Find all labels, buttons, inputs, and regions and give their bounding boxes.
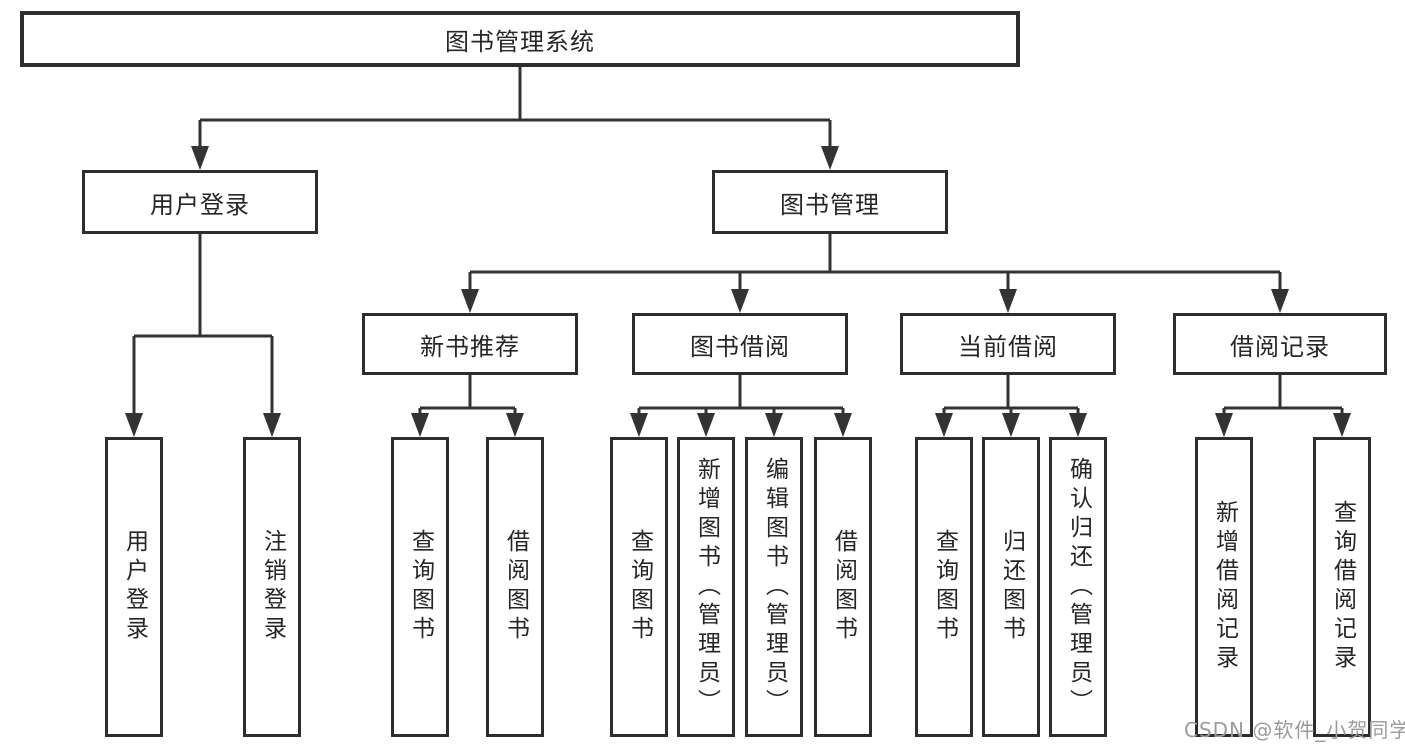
connector-new-book-recommend-to-leaves [411,375,524,437]
node-label: 借阅记录 [1230,332,1330,361]
node-book-management: 图书管理 [712,170,948,234]
node-library-management-system: 图书管理系统 [20,11,1020,67]
leaf-label: 查询图书 [931,529,958,645]
connector-root-to-level2 [191,67,839,170]
node-label: 图书借阅 [690,332,790,361]
leaf-query-books-borrowing: 查询图书 [610,437,668,737]
leaf-add-borrow-record: 新增借阅记录 [1195,437,1253,737]
leaf-query-books-current: 查询图书 [915,437,973,737]
node-label: 当前借阅 [958,332,1058,361]
leaf-edit-book-admin: 编辑图书（管理员） [745,437,803,737]
connector-user-login-to-leaves [125,234,281,437]
node-new-book-recommend: 新书推荐 [362,313,578,375]
leaf-logout: 注销登录 [243,437,301,737]
leaf-query-books-recommend: 查询图书 [391,437,449,737]
leaf-label: 注销登录 [259,529,286,645]
csdn-watermark: CSDN @软件_小贺同学 [1184,718,1405,742]
leaf-label: 查询借阅记录 [1329,500,1356,674]
leaf-label: 编辑图书（管理员） [761,456,788,718]
leaf-label: 借阅图书 [502,529,529,645]
leaf-query-borrow-record: 查询借阅记录 [1313,437,1371,737]
leaf-return-books: 归还图书 [982,437,1040,737]
leaf-label: 新增借阅记录 [1211,500,1238,674]
node-label: 用户登录 [150,190,250,219]
leaf-label: 用户登录 [121,529,148,645]
leaf-label: 查询图书 [626,529,653,645]
leaf-user-login: 用户登录 [105,437,163,737]
connector-borrowing-records-to-leaves [1215,375,1351,437]
connector-book-borrowing-to-leaves [630,375,852,437]
node-book-borrowing: 图书借阅 [632,313,848,375]
leaf-add-book-admin: 新增图书（管理员） [677,437,735,737]
leaf-borrow-books-recommend: 借阅图书 [486,437,544,737]
leaf-borrow-books-borrowing: 借阅图书 [814,437,872,737]
node-borrowing-records: 借阅记录 [1173,313,1387,375]
leaf-confirm-return-admin: 确认归还（管理员） [1049,437,1107,737]
node-current-borrowing: 当前借阅 [900,313,1116,375]
node-label: 图书管理 [780,190,880,219]
node-label: 新书推荐 [420,332,520,361]
leaf-label: 查询图书 [407,529,434,645]
leaf-label: 新增图书（管理员） [693,456,720,718]
leaf-label: 借阅图书 [830,529,857,645]
leaf-label: 确认归还（管理员） [1065,456,1092,718]
connector-book-management-to-level3 [461,234,1289,313]
node-user-login: 用户登录 [82,170,318,234]
connector-current-borrowing-to-leaves [935,375,1087,437]
node-label: 图书管理系统 [445,27,595,56]
leaf-label: 归还图书 [998,529,1025,645]
